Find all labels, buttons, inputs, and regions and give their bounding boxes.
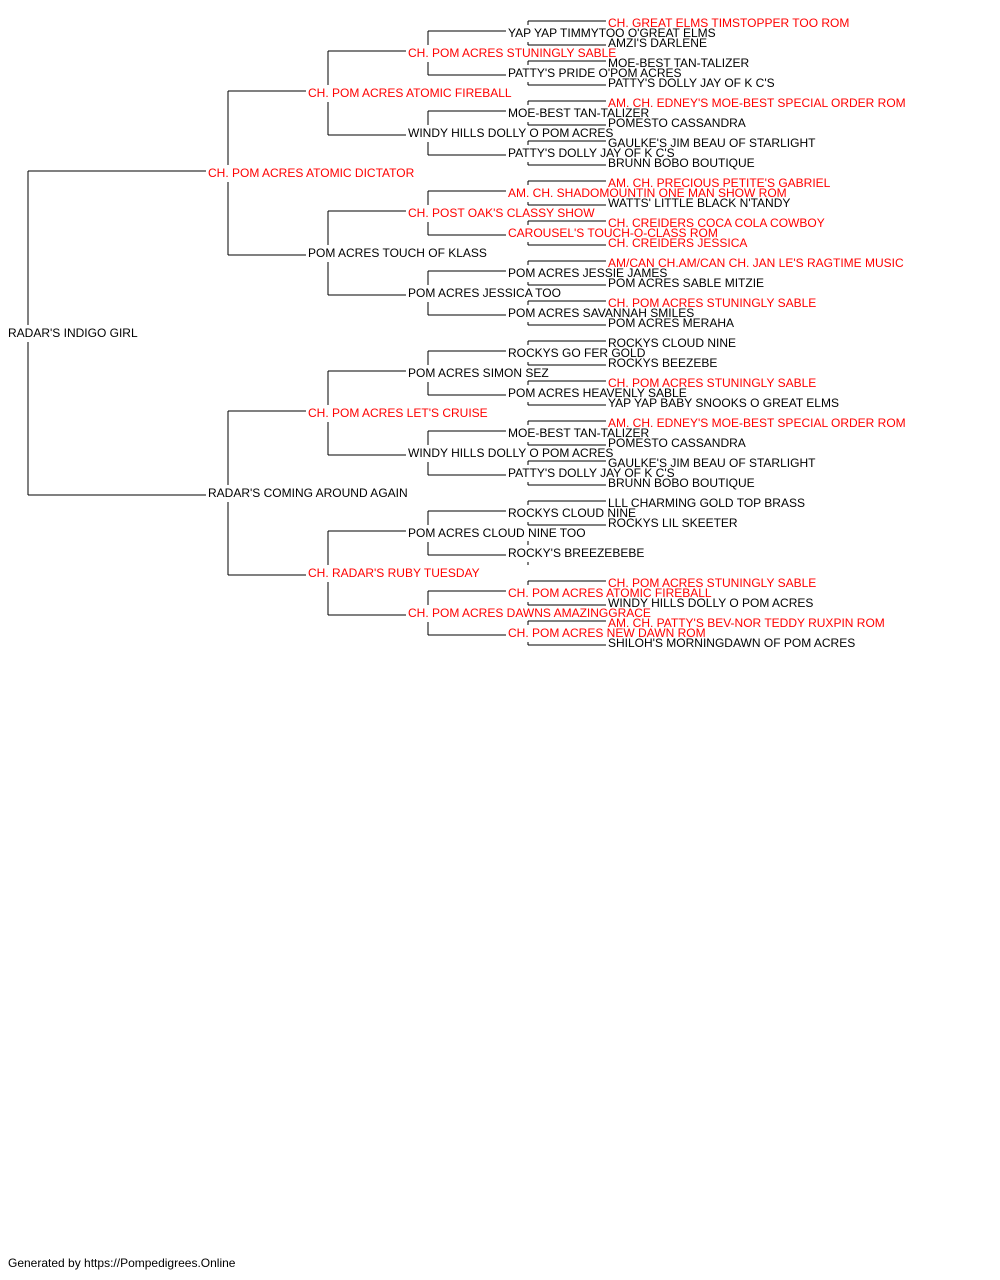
dam-name: PATTY'S PRIDE O'POM ACRES (508, 66, 682, 80)
sire-name: AM. CH. PATTY'S BEV-NOR TEDDY RUXPIN ROM (608, 616, 885, 630)
sire-name: MOE-BEST TAN-TALIZER (608, 56, 749, 70)
sire-name: POM ACRES CLOUD NINE TOO (408, 526, 586, 540)
sire-name: ROCKYS CLOUD NINE (608, 336, 736, 350)
dam-name: ROCKYS LIL SKEETER (608, 516, 738, 530)
dam-name: YAP YAP BABY SNOOKS O GREAT ELMS (608, 396, 839, 410)
dam-name: POM ACRES SABLE MITZIE (608, 276, 764, 290)
sire-name: ROCKYS CLOUD NINE (508, 506, 636, 520)
sire-name: CH. POM ACRES STUNINGLY SABLE (408, 46, 616, 60)
sire-name: AM/CAN CH.AM/CAN CH. JAN LE'S RAGTIME MU… (608, 256, 904, 270)
dam-name: POM ACRES HEAVENLY SABLE (508, 386, 687, 400)
sire-name: MOE-BEST TAN-TALIZER (508, 106, 649, 120)
sire-name: GAULKE'S JIM BEAU OF STARLIGHT (608, 136, 816, 150)
sire-name: MOE-BEST TAN-TALIZER (508, 426, 649, 440)
dam-name: PATTY'S DOLLY JAY OF K C'S (608, 76, 775, 90)
dam-name: RADAR'S COMING AROUND AGAIN (208, 486, 408, 500)
sire-name: AM. CH. EDNEY'S MOE-BEST SPECIAL ORDER R… (608, 96, 906, 110)
sire-name: LLL CHARMING GOLD TOP BRASS (608, 496, 805, 510)
dam-name: ROCKY'S BREEZEBEBE (508, 546, 644, 560)
sire-name: ROCKYS GO FER GOLD (508, 346, 646, 360)
dam-name: CH. POM ACRES DAWNS AMAZINGGRACE (408, 606, 651, 620)
dam-name: POM ACRES MERAHA (608, 316, 734, 330)
dam-name: PATTY'S DOLLY JAY OF K C'S (508, 466, 675, 480)
sire-name: POM ACRES SIMON SEZ (408, 366, 549, 380)
sire-name: GAULKE'S JIM BEAU OF STARLIGHT (608, 456, 816, 470)
sire-name: CH. POM ACRES STUNINGLY SABLE (608, 296, 816, 310)
sire-name: CH. POM ACRES ATOMIC FIREBALL (308, 86, 512, 100)
sire-name: YAP YAP TIMMYTOO O'GREAT ELMS (508, 26, 716, 40)
dam-name: BRUNN BOBO BOUTIQUE (608, 476, 755, 490)
dam-name: WATTS' LITTLE BLACK N'TANDY (608, 196, 790, 210)
dam-name: PATTY'S DOLLY JAY OF K C'S (508, 146, 675, 160)
sire-name: CH. POM ACRES STUNINGLY SABLE (608, 376, 816, 390)
sire-name: CH. POST OAK'S CLASSY SHOW (408, 206, 595, 220)
sire-name: CH. POM ACRES STUNINGLY SABLE (608, 576, 816, 590)
dam-name: WINDY HILLS DOLLY O POM ACRES (408, 126, 613, 140)
sire-name: CH. POM ACRES ATOMIC DICTATOR (208, 166, 415, 180)
sire-name: CH. POM ACRES LET'S CRUISE (308, 406, 488, 420)
sire-name: AM. CH. EDNEY'S MOE-BEST SPECIAL ORDER R… (608, 416, 906, 430)
dam-name: POM ACRES TOUCH OF KLASS (308, 246, 487, 260)
dam-name: POM ACRES SAVANNAH SMILES (508, 306, 694, 320)
dam-name: BRUNN BOBO BOUTIQUE (608, 156, 755, 170)
dam-name: POMESTO CASSANDRA (608, 116, 746, 130)
sire-name: AM. CH. SHADOMOUNTIN ONE MAN SHOW ROM (508, 186, 787, 200)
dam-name: WINDY HILLS DOLLY O POM ACRES (408, 446, 613, 460)
sire-name: CH. POM ACRES ATOMIC FIREBALL (508, 586, 712, 600)
sire-name: CH. CREIDERS COCA COLA COWBOY (608, 216, 825, 230)
dam-name: POMESTO CASSANDRA (608, 436, 746, 450)
subject-name: RADAR'S INDIGO GIRL (8, 326, 138, 340)
dam-name: CH. RADAR'S RUBY TUESDAY (308, 566, 480, 580)
footer-credit: Generated by https://Pompedigrees.Online (8, 1256, 236, 1270)
sire-name: CH. GREAT ELMS TIMSTOPPER TOO ROM (608, 16, 849, 30)
sire-name: POM ACRES JESSIE JAMES (508, 266, 667, 280)
dam-name: CH. CREIDERS JESSICA (608, 236, 747, 250)
dam-name: POM ACRES JESSICA TOO (408, 286, 561, 300)
dam-name: SHILOH'S MORNINGDAWN OF POM ACRES (608, 636, 855, 650)
dam-name: AMZI'S DARLENE (608, 36, 707, 50)
dam-name: ROCKYS BEEZEBE (608, 356, 717, 370)
sire-name: AM. CH. PRECIOUS PETITE'S GABRIEL (608, 176, 831, 190)
dam-name: CAROUSEL'S TOUCH-O-CLASS ROM (508, 226, 718, 240)
dam-name: CH. POM ACRES NEW DAWN ROM (508, 626, 706, 640)
dam-name: WINDY HILLS DOLLY O POM ACRES (608, 596, 813, 610)
